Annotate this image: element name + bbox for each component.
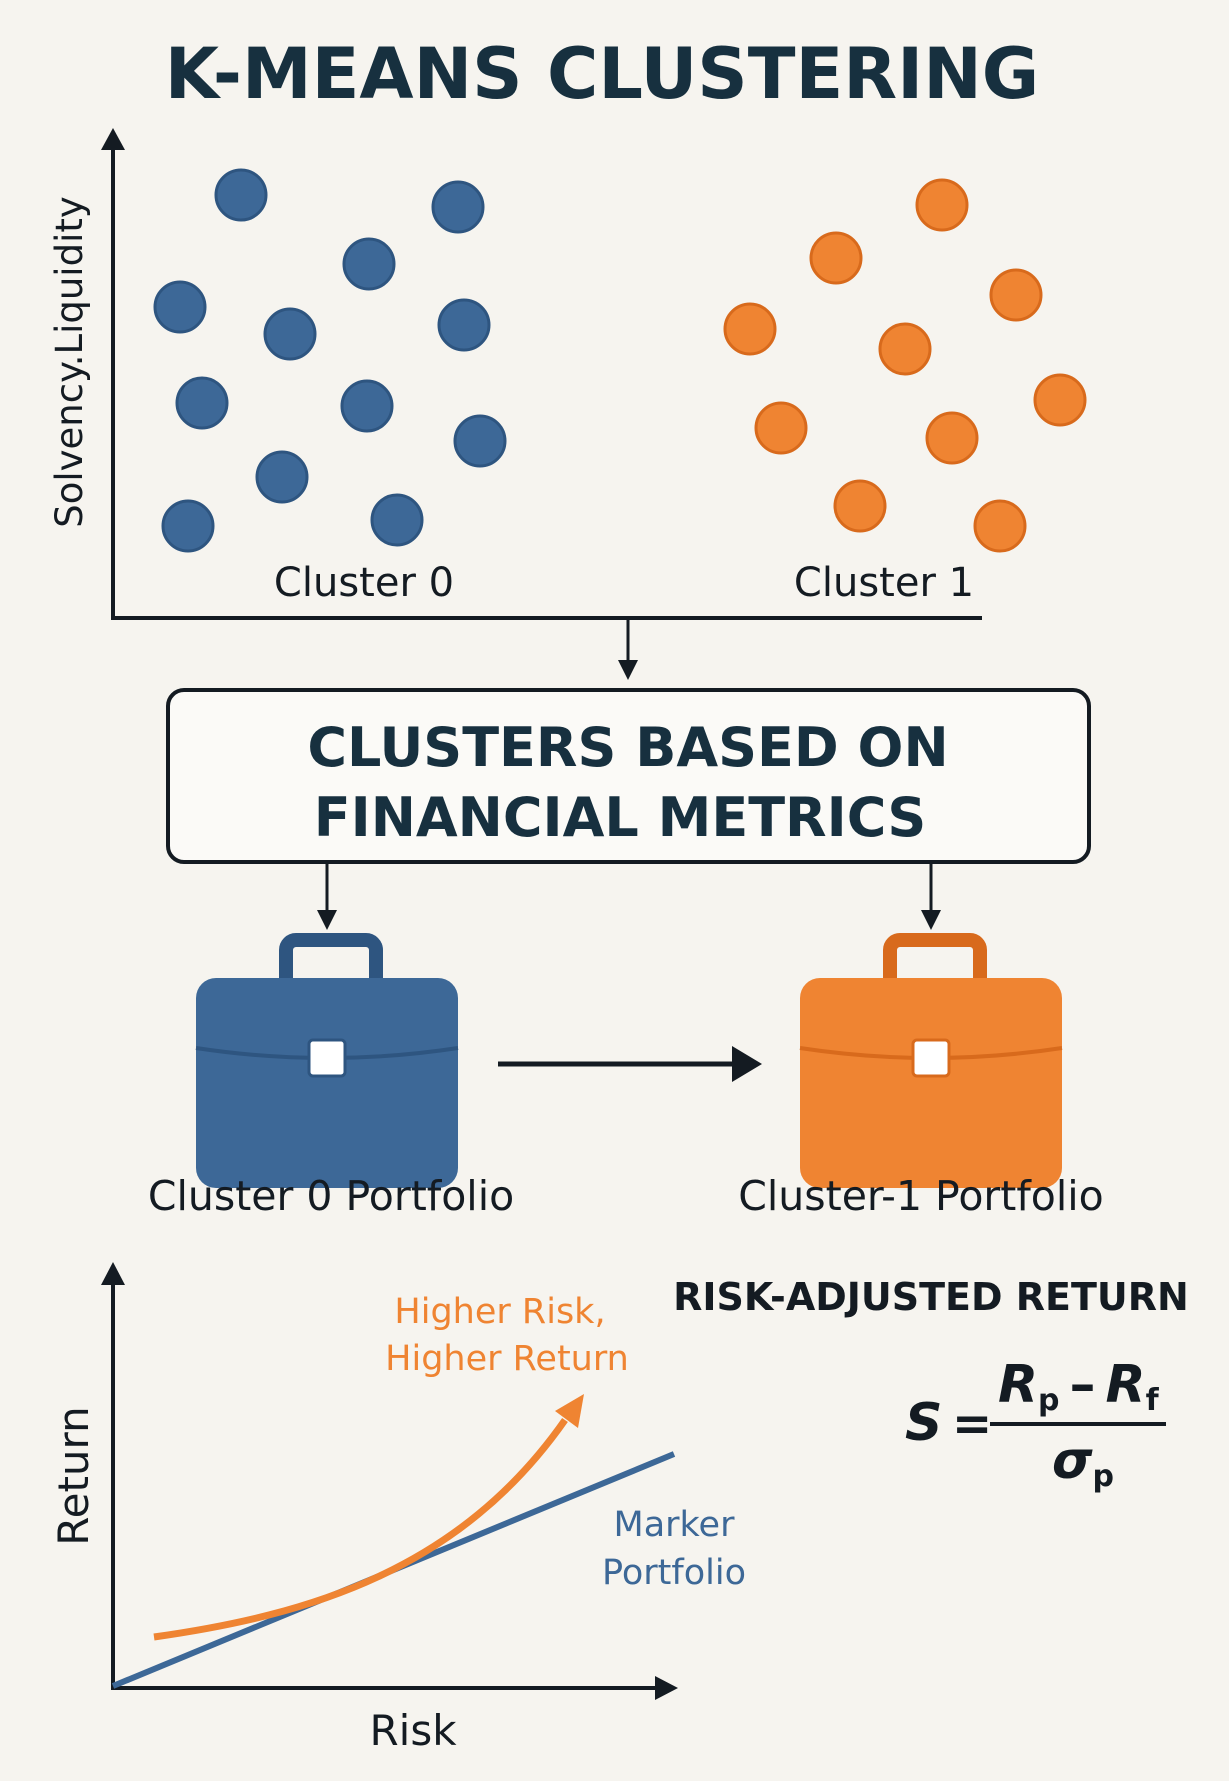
cluster-0-point bbox=[214, 168, 268, 222]
formula-num-a-sub: p bbox=[1038, 1383, 1059, 1418]
cluster-0-point bbox=[175, 376, 229, 430]
risk-chart-x-axis-label: Risk bbox=[369, 1706, 457, 1755]
cluster-0-point bbox=[437, 298, 491, 352]
formula-lhs: S bbox=[905, 1393, 942, 1453]
risk-chart-y-axis-label: Return bbox=[49, 1406, 98, 1545]
formula-num-a: R bbox=[998, 1355, 1038, 1415]
page-title: K-MEANS CLUSTERING bbox=[165, 33, 1040, 115]
process-box-line-1: CLUSTERS BASED ON bbox=[307, 716, 948, 779]
blue-line-label-1: Marker bbox=[614, 1505, 736, 1545]
cluster-1-point bbox=[809, 231, 863, 285]
cluster-0-point bbox=[255, 450, 309, 504]
cluster-1-point bbox=[754, 401, 808, 455]
scatter-y-axis-arrowhead bbox=[101, 128, 125, 150]
orange-line-label-2: Higher Return bbox=[385, 1339, 629, 1379]
formula-num-b: R bbox=[1106, 1355, 1146, 1415]
formula-equals: = bbox=[952, 1396, 992, 1452]
cluster-0-point bbox=[342, 237, 396, 291]
cluster-1-label: Cluster 1 bbox=[794, 560, 974, 606]
cluster-0-point bbox=[453, 414, 507, 468]
cluster-0-point bbox=[161, 499, 215, 553]
higher-risk-curve bbox=[153, 1417, 568, 1641]
orange-line-label-1: Higher Risk, bbox=[394, 1292, 605, 1332]
formula-den-sub: p bbox=[1093, 1459, 1114, 1494]
cluster-1-point bbox=[878, 322, 932, 376]
cluster-0-point bbox=[370, 493, 424, 547]
blue-line-label-2: Portfolio bbox=[602, 1553, 746, 1593]
left-portfolio-label: Cluster 0 Portfolio bbox=[148, 1172, 514, 1220]
formula-denominator: σp bbox=[1052, 1431, 1114, 1494]
scatter-y-axis-label: Solvency.Liquidity bbox=[48, 196, 91, 528]
cluster-1-point bbox=[989, 268, 1043, 322]
cluster-1-point bbox=[723, 302, 777, 356]
cluster-0-point bbox=[263, 307, 317, 361]
connector-arrowhead-down bbox=[618, 660, 638, 680]
process-box: CLUSTERS BASED ON FINANCIAL METRICS bbox=[166, 688, 1091, 864]
formula-num-b-sub: f bbox=[1146, 1383, 1160, 1418]
right-portfolio-label: Cluster-1 Portfolio bbox=[738, 1172, 1103, 1220]
briefcase-icon bbox=[195, 933, 459, 1188]
process-box-line-2: FINANCIAL METRICS bbox=[314, 786, 927, 849]
cluster-1-point bbox=[833, 479, 887, 533]
briefcase-icon bbox=[799, 933, 1063, 1188]
sharpe-formula: RISK-ADJUSTED RETURN S = Rp–Rf σp bbox=[673, 1275, 1189, 1494]
cluster-1-point bbox=[973, 499, 1027, 553]
cluster-1-points bbox=[723, 178, 1087, 553]
arrow-to-right-portfolio-head bbox=[921, 910, 941, 930]
process-box-frame bbox=[166, 688, 1091, 864]
cluster-1-point bbox=[1033, 373, 1087, 427]
cluster-0-label: Cluster 0 bbox=[274, 560, 454, 606]
cluster-0-points bbox=[153, 168, 507, 553]
cluster-0-point bbox=[431, 180, 485, 234]
higher-risk-curve-arrowhead bbox=[555, 1394, 584, 1428]
cluster-0-point bbox=[340, 379, 394, 433]
formula-numerator: Rp–Rf bbox=[998, 1355, 1160, 1418]
formula-minus: – bbox=[1070, 1355, 1096, 1415]
risk-return-chart: Return Risk Higher Risk, Higher Return M… bbox=[49, 1262, 746, 1755]
formula-heading: RISK-ADJUSTED RETURN bbox=[673, 1275, 1189, 1319]
scatter-plot: Solvency.Liquidity Cluster 0 Cluster 1 bbox=[48, 128, 1087, 620]
risk-chart-x-axis-arrowhead bbox=[655, 1676, 678, 1700]
arrow-to-left-portfolio-head bbox=[317, 910, 337, 930]
formula-den: σ bbox=[1052, 1431, 1093, 1491]
arrow-between-portfolios-head bbox=[732, 1046, 762, 1082]
cluster-1-point bbox=[925, 411, 979, 465]
cluster-1-point bbox=[915, 178, 969, 232]
risk-chart-y-axis-arrowhead bbox=[101, 1262, 125, 1285]
cluster-0-point bbox=[153, 280, 207, 334]
